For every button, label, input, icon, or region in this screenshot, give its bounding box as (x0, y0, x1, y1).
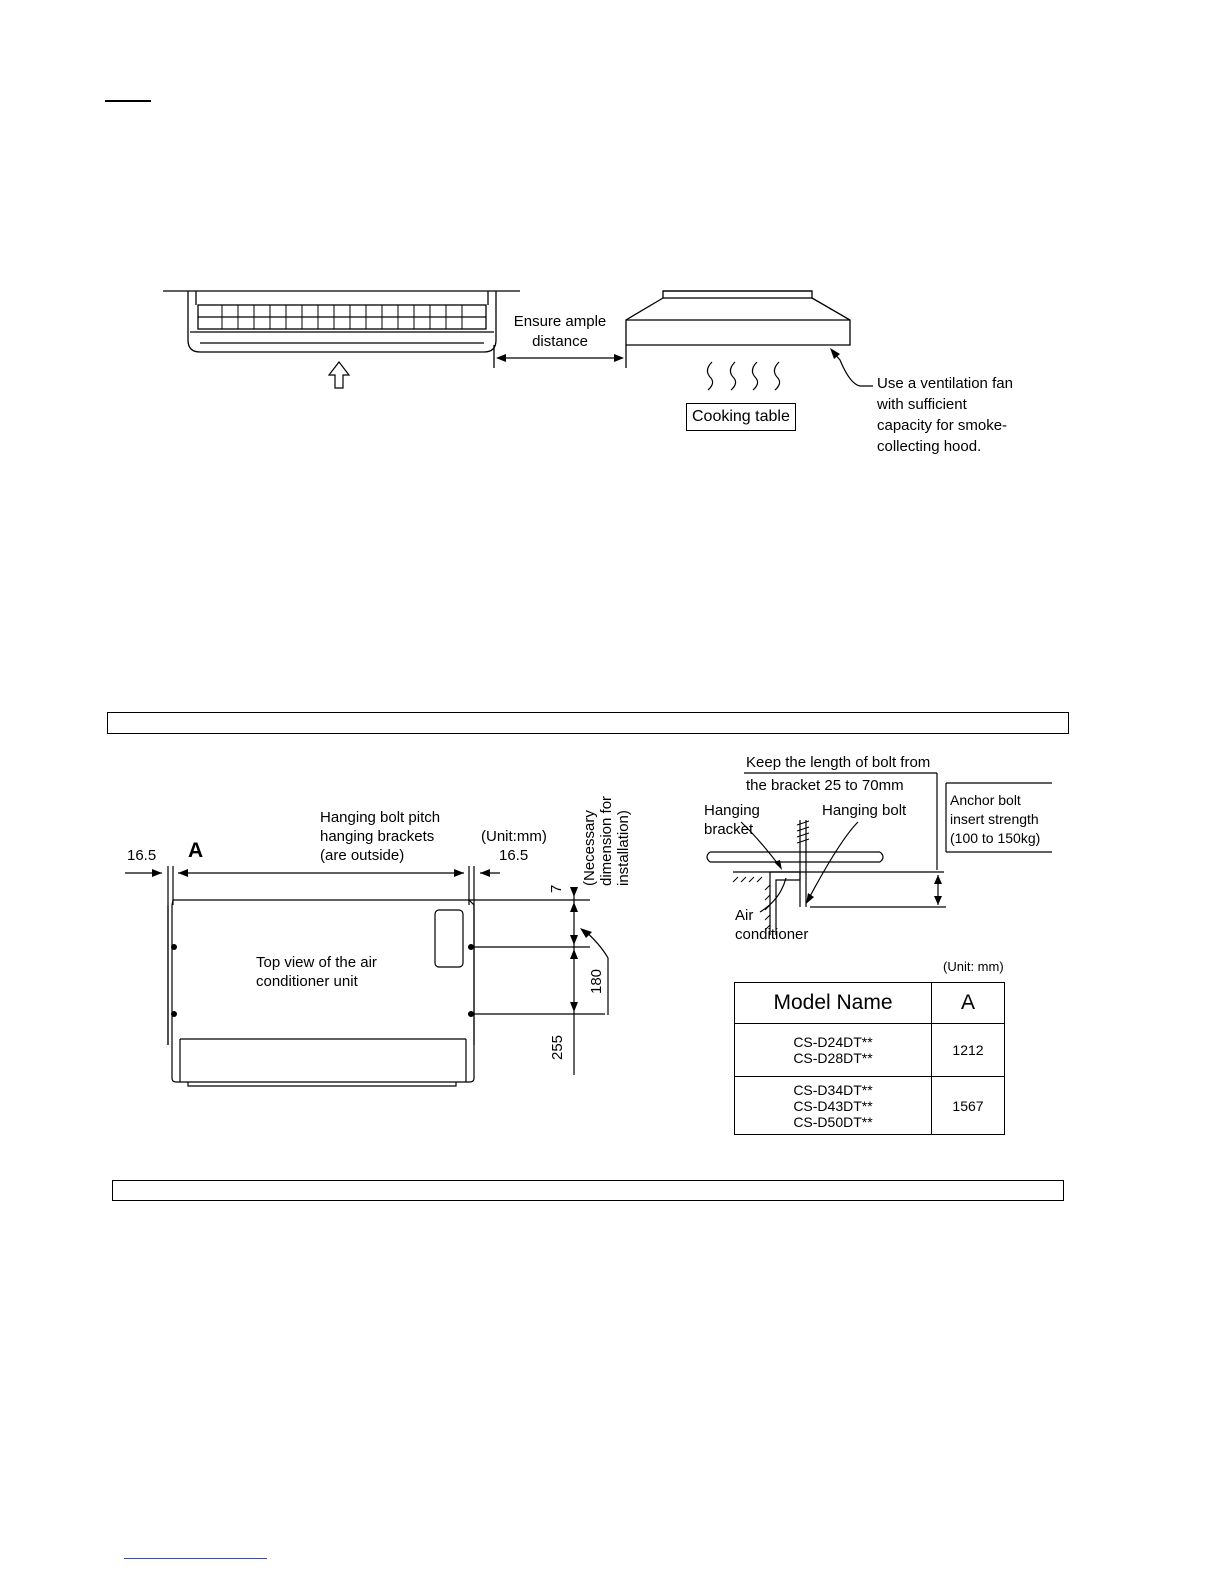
unit-mm-label: (Unit:mm) (481, 828, 547, 845)
model-cell: CS-D34DT** CS-D43DT** CS-D50DT** (734, 1076, 932, 1135)
vent-line-2: with sufficient (877, 396, 967, 413)
ensure-line-2: distance (532, 333, 588, 350)
top-view-caption: Top view of the air conditioner unit (256, 953, 377, 991)
keep-line-2: the bracket 25 to 70mm (746, 777, 904, 794)
footer-link-underline[interactable] (124, 1558, 267, 1559)
col-model-name: Model Name (734, 982, 932, 1024)
bolt-pitch-note: Hanging bolt pitch hanging brackets (are… (320, 808, 440, 865)
model-name: CS-D28DT** (793, 1050, 873, 1066)
section-footer-bar (112, 1180, 1064, 1201)
anchor-line-2: insert strength (950, 811, 1039, 827)
model-dimension-table: Model Name A CS-D24DT** CS-D28DT** 1212 … (734, 982, 1005, 1135)
pitch-line-3: (are outside) (320, 847, 405, 864)
model-name: CS-D24DT** (793, 1034, 873, 1050)
vent-line-3: capacity for smoke- (877, 417, 1008, 434)
vent-line-1: Use a ventilation fan (877, 375, 1013, 392)
dimension-a-label: A (188, 839, 204, 862)
top-view-line-1: Top view of the air (256, 954, 377, 971)
a-value-cell: 1567 (931, 1076, 1005, 1135)
anchor-bolt-note: Anchor bolt insert strength (100 to 150k… (950, 791, 1040, 848)
keep-line-1: Keep the length of bolt from (746, 754, 931, 771)
dim-right-16-5: 16.5 (499, 847, 529, 864)
air-line-2: conditioner (735, 926, 809, 943)
section-header-bar (107, 712, 1069, 734)
ventilation-fan-note: Use a ventilation fan with sufficient ca… (877, 373, 1013, 457)
anchor-line-1: Anchor bolt (950, 792, 1021, 808)
ensure-distance-label: Ensure ample distance (502, 312, 618, 352)
anchor-line-3: (100 to 150kg) (950, 830, 1041, 846)
hanging-bracket-label: Hanging bracket (704, 801, 760, 839)
air-conditioner-label: Air conditioner (735, 906, 808, 944)
model-name: CS-D34DT** (793, 1081, 873, 1098)
model-name: CS-D43DT** (793, 1097, 873, 1114)
hanging-bracket-line-1: Hanging (704, 802, 760, 819)
model-name: CS-D50DT** (793, 1113, 873, 1130)
hanging-bracket-line-2: bracket (704, 821, 754, 838)
table-row: CS-D34DT** CS-D43DT** CS-D50DT** 1567 (734, 1076, 1005, 1135)
dim-left-16-5: 16.5 (127, 847, 157, 864)
table-header-row: Model Name A (734, 982, 1005, 1024)
hanging-bolt-label: Hanging bolt (822, 802, 907, 819)
bolt-length-note: Keep the length of bolt from the bracket… (746, 751, 930, 797)
ensure-line-1: Ensure ample (513, 313, 607, 330)
col-a: A (931, 982, 1005, 1024)
cooking-table-label: Cooking table (686, 403, 796, 431)
top-view-line-2: conditioner unit (256, 973, 358, 990)
pitch-line-1: Hanging bolt pitch (320, 809, 441, 826)
airflow-up-arrow-icon (327, 361, 351, 389)
table-row: CS-D24DT** CS-D28DT** 1212 (734, 1023, 1005, 1077)
air-line-1: Air (735, 907, 754, 924)
pitch-line-2: hanging brackets (320, 828, 435, 845)
vent-line-4: collecting hood. (877, 438, 982, 455)
a-value-cell: 1212 (931, 1023, 1005, 1077)
table-unit-label: (Unit: mm) (943, 959, 1004, 974)
header-underline (105, 100, 151, 102)
model-cell: CS-D24DT** CS-D28DT** (734, 1023, 932, 1077)
